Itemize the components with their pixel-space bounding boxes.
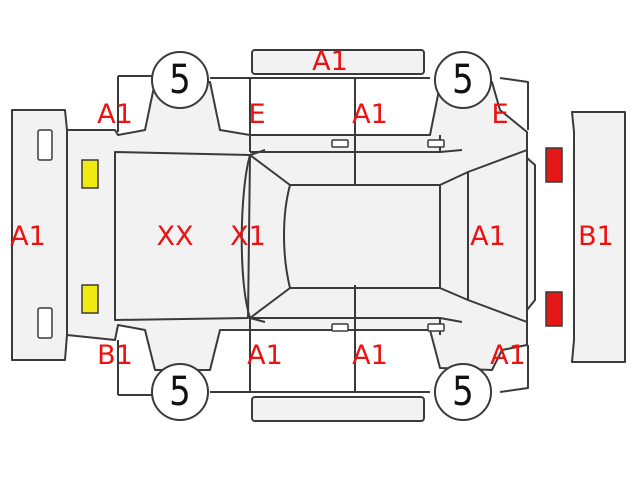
- side-lines: [249, 149, 463, 323]
- mark-rear-right-fender: A1: [490, 340, 526, 371]
- roof-outline: [290, 184, 441, 289]
- tire-front-left: [151, 51, 209, 109]
- mark-rear-glass: A1: [470, 221, 506, 252]
- tire-rear-left: [434, 51, 492, 109]
- mark-left-roof-rail: A1: [312, 46, 348, 77]
- mark-rear-left-fender: E: [491, 99, 509, 130]
- tire-rear-right: [434, 363, 492, 421]
- mark-front-right-door: A1: [247, 340, 283, 371]
- tire-rear-right-value: 5: [452, 369, 474, 415]
- door-handle: [427, 323, 445, 332]
- mark-hood: XX: [156, 221, 194, 252]
- mark-rear-bumper: B1: [578, 221, 614, 252]
- front-bumper-slot: [37, 307, 53, 339]
- roof-rail-right: [251, 396, 425, 422]
- front-bumper-slot: [37, 129, 53, 161]
- tire-rear-left-value: 5: [452, 57, 474, 103]
- mark-front-right-fender: B1: [97, 340, 133, 371]
- door-handle: [427, 139, 445, 148]
- rear-glass-outline: [439, 171, 469, 301]
- rear-bumper: [571, 111, 626, 363]
- door-handle: [331, 139, 349, 148]
- mark-windshield: X1: [230, 221, 266, 252]
- mark-front-bumper: A1: [10, 221, 46, 252]
- rear-left-fender-outline: [355, 77, 529, 130]
- rear-right-fender-outline: [355, 345, 529, 393]
- door-handle: [331, 323, 349, 332]
- mark-front-left-fender: A1: [97, 99, 133, 130]
- tire-front-right-value: 5: [169, 369, 191, 415]
- hood-outline: [114, 151, 251, 321]
- mark-rear-left-door: A1: [352, 99, 388, 130]
- front-lamp-left: [81, 159, 99, 189]
- tire-front-right: [151, 363, 209, 421]
- roof-rail-left: [251, 49, 425, 75]
- mark-rear-right-door: A1: [352, 340, 388, 371]
- tire-front-left-value: 5: [169, 57, 191, 103]
- front-lamp-right: [81, 284, 99, 314]
- tailgate-outline: [467, 149, 528, 323]
- car-body: [66, 81, 536, 371]
- rear-lamp-left: [545, 147, 563, 183]
- rear-lamp-right: [545, 291, 563, 327]
- mark-front-left-door: E: [248, 99, 266, 130]
